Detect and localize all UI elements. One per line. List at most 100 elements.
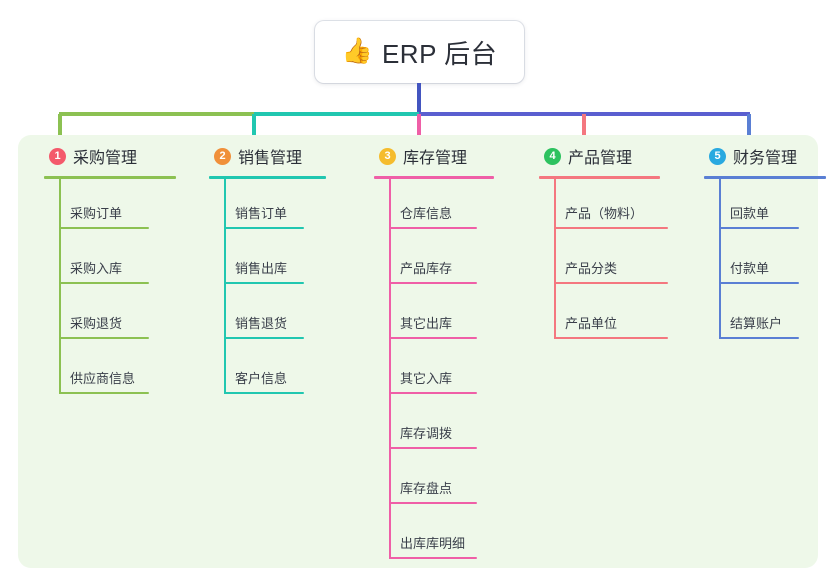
branch-item-rule (719, 227, 799, 229)
branch-item-rule (389, 557, 477, 559)
branch-item-rule (389, 447, 477, 449)
branch-item[interactable]: 销售订单 (195, 178, 360, 233)
branch-title: 采购管理 (73, 150, 138, 167)
branch-item-label: 销售退货 (235, 316, 288, 331)
branch-item[interactable]: 产品（物料） (525, 178, 690, 233)
root-node[interactable]: 👍 ERP 后台 (315, 21, 524, 83)
branch-item-label: 产品单位 (565, 316, 618, 331)
branch-item-rule (554, 227, 668, 229)
branch-item-label: 库存调拨 (400, 426, 453, 441)
thumbs-up-icon: 👍 (341, 36, 373, 65)
branch-item-label: 仓库信息 (400, 206, 453, 221)
branch-item-label: 回款单 (730, 206, 770, 221)
branch-item-label: 销售订单 (235, 206, 288, 221)
branch-item[interactable]: 供应商信息 (30, 343, 195, 398)
branch-title: 库存管理 (403, 150, 468, 167)
branch-header-rule (209, 176, 326, 179)
branch-title: 财务管理 (733, 150, 798, 167)
branch-item-label: 采购入库 (70, 261, 123, 276)
branch-item-label: 采购订单 (70, 206, 123, 221)
branch-item-rule (59, 227, 149, 229)
branch-item[interactable]: 产品库存 (360, 233, 525, 288)
branch-item-rule (554, 282, 668, 284)
branch-spine (389, 178, 391, 559)
branch-item-label: 供应商信息 (70, 371, 136, 386)
branch-item-label: 库存盘点 (400, 481, 453, 496)
branch-item-rule (224, 282, 304, 284)
branch-item[interactable]: 销售出库 (195, 233, 360, 288)
branch-item-list: 采购订单采购入库采购退货供应商信息 (30, 178, 195, 398)
branch-item[interactable]: 结算账户 (690, 288, 839, 343)
branch-item-label: 销售出库 (235, 261, 288, 276)
branch-item-rule (224, 227, 304, 229)
branch-item[interactable]: 出库库明细 (360, 508, 525, 563)
branch-item[interactable]: 库存调拨 (360, 398, 525, 453)
branch-item-list: 产品（物料） 产品分类产品单位 (525, 178, 690, 343)
branch-item-rule (389, 227, 477, 229)
branch-item-rule (224, 337, 304, 339)
branch-header-5[interactable]: 5 财务管理 (690, 135, 839, 177)
branch-item[interactable]: 付款单 (690, 233, 839, 288)
branch-item-label: 采购退货 (70, 316, 123, 331)
branch-item-list: 仓库信息产品库存其它出库其它入库库存调拨库存盘点出库库明细 (360, 178, 525, 563)
branch-spine (554, 178, 556, 339)
branch-item[interactable]: 其它出库 (360, 288, 525, 343)
branch-item-rule (719, 282, 799, 284)
branch-item-label: 其它出库 (400, 316, 453, 331)
branch-number-badge: 4 (544, 147, 561, 165)
branch-item[interactable]: 其它入库 (360, 343, 525, 398)
branch-header-rule (704, 176, 826, 179)
branch-item[interactable]: 采购退货 (30, 288, 195, 343)
branch-item-rule (59, 392, 149, 394)
branch-item-label: 产品分类 (565, 261, 618, 276)
branch-header-rule (374, 176, 494, 179)
branch-number-badge: 5 (709, 147, 726, 165)
branch-item-rule (389, 337, 477, 339)
branch-item-rule (59, 337, 149, 339)
branch-spine (224, 178, 226, 394)
branch-column-1: 1 采购管理采购订单采购入库采购退货供应商信息 (30, 135, 195, 394)
branch-item[interactable]: 产品单位 (525, 288, 690, 343)
branch-item[interactable]: 客户信息 (195, 343, 360, 398)
branch-item-rule (59, 282, 149, 284)
branch-spine (719, 178, 721, 339)
branch-item-rule (554, 337, 668, 339)
branch-item-rule (389, 502, 477, 504)
branch-column-5: 5 财务管理回款单付款单结算账户 (690, 135, 839, 339)
branch-item[interactable]: 采购入库 (30, 233, 195, 288)
branch-item[interactable]: 采购订单 (30, 178, 195, 233)
branch-header-rule (539, 176, 660, 179)
branch-header-4[interactable]: 4 产品管理 (525, 135, 690, 177)
branch-item-rule (224, 392, 304, 394)
branch-item[interactable]: 产品分类 (525, 233, 690, 288)
branch-item-rule (389, 392, 477, 394)
branch-header-1[interactable]: 1 采购管理 (30, 135, 195, 177)
branch-number-badge: 1 (49, 147, 66, 165)
branch-item[interactable]: 仓库信息 (360, 178, 525, 233)
branch-item-label: 产品（物料） (565, 206, 644, 221)
branch-item[interactable]: 销售退货 (195, 288, 360, 343)
branch-header-rule (44, 176, 176, 179)
branch-item[interactable]: 回款单 (690, 178, 839, 233)
branch-item-label: 结算账户 (730, 316, 783, 331)
branch-item-list: 销售订单销售出库销售退货客户信息 (195, 178, 360, 398)
branch-item-label: 其它入库 (400, 371, 453, 386)
root-title: ERP 后台 (381, 38, 498, 69)
branch-item-rule (719, 337, 799, 339)
branch-spine (59, 178, 61, 394)
branch-title: 产品管理 (568, 150, 633, 167)
branch-item-label: 产品库存 (400, 261, 453, 276)
branch-item-label: 付款单 (730, 261, 770, 276)
branch-item-rule (389, 282, 477, 284)
branch-item-list: 回款单付款单结算账户 (690, 178, 839, 343)
branch-item[interactable]: 库存盘点 (360, 453, 525, 508)
branch-title: 销售管理 (238, 150, 303, 167)
branch-column-4: 4 产品管理产品（物料） 产品分类产品单位 (525, 135, 690, 339)
branch-item-label: 出库库明细 (400, 536, 466, 551)
